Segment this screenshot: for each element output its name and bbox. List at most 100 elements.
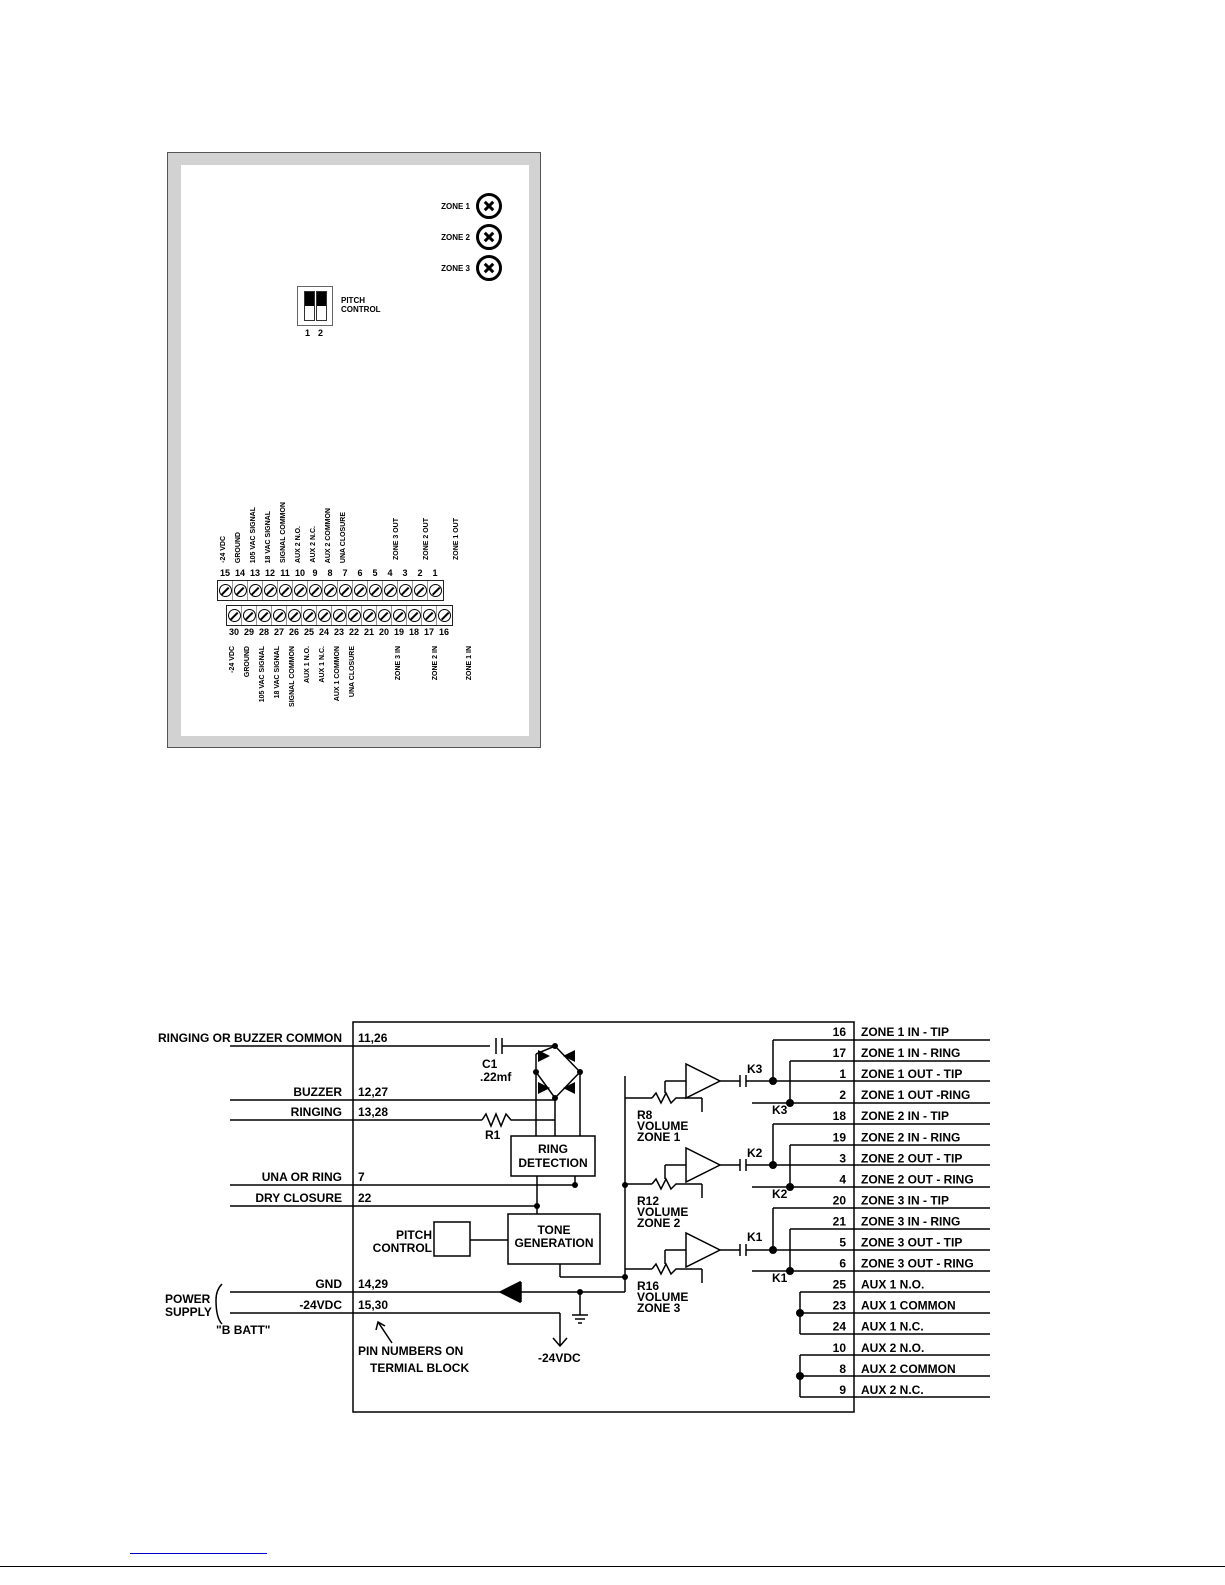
output-label: ZONE 2 IN - RING bbox=[861, 1130, 960, 1144]
input-pins: 22 bbox=[358, 1191, 372, 1205]
screw-icon bbox=[429, 584, 442, 597]
top-terminal-7[interactable] bbox=[338, 581, 353, 600]
terminal-number: 6 bbox=[357, 568, 363, 578]
terminal-panel bbox=[167, 152, 541, 748]
bottom-terminal-22[interactable] bbox=[347, 606, 362, 625]
terminal-number: 8 bbox=[327, 568, 333, 578]
output-pin: 9 bbox=[839, 1383, 846, 1397]
output-pin: 4 bbox=[839, 1172, 846, 1186]
relay-label: K2 bbox=[772, 1187, 788, 1201]
dip-number: 2 bbox=[318, 328, 324, 338]
bottom-terminal-28[interactable] bbox=[257, 606, 272, 625]
input-pins: 11,26 bbox=[358, 1031, 388, 1045]
output-pin: 19 bbox=[833, 1130, 847, 1144]
screw-icon bbox=[218, 584, 232, 597]
top-terminal-8[interactable] bbox=[323, 581, 338, 600]
zone-label: ZONE 3 bbox=[441, 263, 470, 273]
top-terminal-14[interactable] bbox=[233, 581, 248, 600]
volume-zone-label: ZONE 3 bbox=[637, 1301, 681, 1315]
dip-switch-2[interactable] bbox=[316, 291, 327, 321]
top-terminal-2[interactable] bbox=[413, 581, 428, 600]
top-terminal-10[interactable] bbox=[293, 581, 308, 600]
bottom-terminal-21[interactable] bbox=[362, 606, 377, 625]
pin-note: PIN NUMBERS ON bbox=[358, 1344, 463, 1358]
volume-label: VOLUME bbox=[637, 1290, 688, 1304]
dip-switch-1[interactable] bbox=[304, 291, 315, 321]
bottom-terminal-16[interactable] bbox=[437, 606, 452, 625]
terminal-number: 7 bbox=[342, 568, 348, 578]
bottom-terminal-29[interactable] bbox=[242, 606, 257, 625]
bottom-terminal-20[interactable] bbox=[377, 606, 392, 625]
amp-3 bbox=[625, 1231, 773, 1283]
output-label: ZONE 2 IN - TIP bbox=[861, 1109, 949, 1123]
terminal-number: 13 bbox=[249, 568, 260, 578]
panel-face bbox=[181, 165, 529, 736]
screw-icon bbox=[383, 584, 397, 597]
screw-icon bbox=[398, 584, 412, 597]
output-pin: 16 bbox=[833, 1025, 847, 1039]
output-label: ZONE 3 OUT - RING bbox=[861, 1257, 974, 1271]
top-terminal-3[interactable] bbox=[398, 581, 413, 600]
terminal-number: 27 bbox=[273, 627, 284, 637]
top-terminal-4[interactable] bbox=[383, 581, 398, 600]
terminal-number: 14 bbox=[234, 568, 245, 578]
terminal-number: 19 bbox=[393, 627, 404, 637]
bottom-terminal-27[interactable] bbox=[272, 606, 287, 625]
terminal-number: 21 bbox=[363, 627, 374, 637]
terminal-number: 5 bbox=[372, 568, 378, 578]
bottom-terminal-18[interactable] bbox=[407, 606, 422, 625]
bottom-terminal-24[interactable] bbox=[317, 606, 332, 625]
screw-icon bbox=[242, 609, 256, 622]
bottom-terminal-23[interactable] bbox=[332, 606, 347, 625]
volume-knob-icon[interactable] bbox=[476, 224, 502, 250]
screw-icon bbox=[422, 609, 436, 622]
top-terminal-5[interactable] bbox=[368, 581, 383, 600]
bottom-terminal-26[interactable] bbox=[287, 606, 302, 625]
pitch-control-label: PITCH bbox=[396, 1228, 432, 1242]
tone-generation-label: GENERATION bbox=[514, 1236, 593, 1250]
top-terminal-12[interactable] bbox=[263, 581, 278, 600]
bottom-terminal-30[interactable] bbox=[227, 606, 242, 625]
volume-knob-icon[interactable] bbox=[476, 193, 502, 219]
relay-label: K3 bbox=[747, 1062, 763, 1076]
amp-2 bbox=[625, 1146, 773, 1198]
top-terminal-9[interactable] bbox=[308, 581, 323, 600]
zone-1-knob-group: ZONE 1 bbox=[430, 193, 502, 219]
zone-2-knob-group: ZONE 2 bbox=[430, 224, 502, 250]
pitch-label-line: CONTROL bbox=[341, 305, 381, 314]
terminal-number: 28 bbox=[258, 627, 269, 637]
terminal-number: 16 bbox=[438, 627, 449, 637]
screw-icon bbox=[227, 609, 241, 622]
relay-label: K1 bbox=[772, 1271, 788, 1285]
output-label: ZONE 1 IN - TIP bbox=[861, 1025, 949, 1039]
top-terminal-11[interactable] bbox=[278, 581, 293, 600]
output-label: ZONE 2 OUT - RING bbox=[861, 1172, 974, 1186]
output-label: ZONE 2 OUT - TIP bbox=[861, 1151, 962, 1165]
screw-icon bbox=[287, 609, 301, 622]
bottom-terminal-17[interactable] bbox=[422, 606, 437, 625]
top-terminal-1[interactable] bbox=[428, 581, 443, 600]
output-label: ZONE 1 OUT - TIP bbox=[861, 1067, 962, 1081]
bottom-terminal-25[interactable] bbox=[302, 606, 317, 625]
volume-label: VOLUME bbox=[637, 1205, 688, 1219]
pitch-dip-switch[interactable] bbox=[297, 286, 333, 326]
terminal-block-bottom bbox=[226, 605, 453, 626]
volume-knob-icon[interactable] bbox=[476, 255, 502, 281]
screw-icon bbox=[272, 609, 286, 622]
dip-number: 1 bbox=[305, 328, 311, 338]
terminal-number: 9 bbox=[312, 568, 318, 578]
top-terminal-15[interactable] bbox=[218, 581, 233, 600]
terminal-number: 10 bbox=[294, 568, 305, 578]
screw-icon bbox=[362, 609, 376, 622]
top-terminal-6[interactable] bbox=[353, 581, 368, 600]
screw-icon bbox=[323, 584, 337, 597]
input-label: GND bbox=[315, 1277, 342, 1291]
page-link-underline[interactable] bbox=[130, 1553, 267, 1554]
screw-icon bbox=[377, 609, 391, 622]
top-terminal-13[interactable] bbox=[248, 581, 263, 600]
terminal-number: 18 bbox=[408, 627, 419, 637]
bottom-terminal-19[interactable] bbox=[392, 606, 407, 625]
screw-icon bbox=[302, 609, 316, 622]
terminal-number: 20 bbox=[378, 627, 389, 637]
terminal-number: 12 bbox=[264, 568, 275, 578]
